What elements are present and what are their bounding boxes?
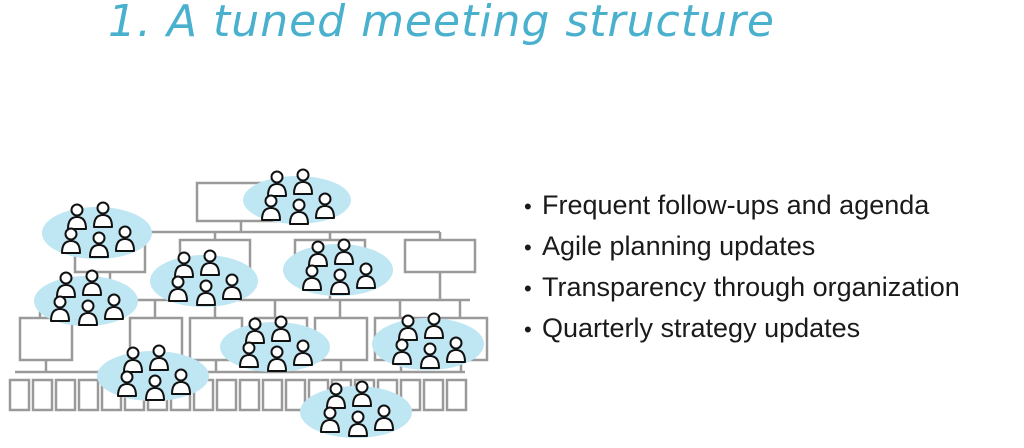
team-bubble [283, 238, 393, 296]
person-icon [398, 314, 418, 341]
org-box [403, 238, 477, 274]
bullet-item: •Agile planning updates [524, 231, 816, 261]
person-icon [420, 342, 440, 369]
person-icon [104, 293, 124, 320]
person-icon [302, 264, 322, 291]
org-box [238, 378, 261, 412]
bullet-text: Agile planning updates [542, 231, 816, 261]
bullet-text: Frequent follow-ups and agenda [542, 190, 930, 220]
person-icon [82, 269, 102, 296]
person-icon [56, 271, 76, 298]
person-icon [352, 380, 372, 407]
team-bubble [34, 269, 138, 326]
person-icon [245, 317, 265, 344]
bullet-item: •Frequent follow-ups and agenda [524, 190, 930, 220]
org-box [445, 378, 468, 412]
team-bubble [220, 315, 330, 372]
org-box [215, 378, 238, 412]
bullet-item: •Transparency through organization [524, 272, 960, 302]
bullet-list: •Frequent follow-ups and agenda •Agile p… [524, 190, 960, 354]
team-bubble [97, 344, 209, 401]
person-icon [261, 194, 281, 221]
person-icon [315, 192, 335, 219]
person-icon [330, 268, 350, 295]
person-icon [267, 170, 287, 197]
org-box [422, 378, 445, 412]
team-bubble [42, 201, 152, 259]
person-icon [171, 368, 191, 395]
person-icon [446, 336, 466, 363]
person-icon [334, 238, 354, 265]
team-bubble [243, 168, 351, 225]
team-bubble [372, 312, 484, 370]
person-icon [123, 346, 143, 373]
person-icon [320, 406, 340, 433]
person-icon [356, 262, 376, 289]
org-connector [108, 221, 442, 240]
person-icon [196, 279, 216, 306]
person-icon [374, 404, 394, 431]
person-icon [145, 374, 165, 401]
person-icon [89, 231, 109, 258]
person-icon [174, 251, 194, 278]
person-icon [93, 201, 113, 228]
person-icon [424, 312, 444, 339]
person-icon [67, 203, 87, 230]
person-icon [326, 382, 346, 409]
org-box [18, 316, 74, 362]
person-icon [115, 225, 135, 252]
org-chart-diagram [8, 168, 489, 438]
person-icon [78, 299, 98, 326]
person-icon [117, 370, 137, 397]
person-icon [168, 275, 188, 302]
person-icon [293, 339, 313, 366]
person-icon [293, 168, 313, 195]
person-icon [289, 198, 309, 225]
team-bubble [300, 380, 412, 438]
person-icon [271, 315, 291, 342]
bullet-item: •Quarterly strategy updates [524, 313, 861, 343]
org-box [8, 378, 31, 412]
person-icon [348, 410, 368, 437]
bullet-text: Quarterly strategy updates [542, 313, 861, 343]
person-icon [200, 249, 220, 276]
org-box [77, 378, 100, 412]
person-icon [239, 341, 259, 368]
person-icon [50, 295, 70, 322]
org-box [261, 378, 284, 412]
team-bubble [150, 249, 258, 307]
person-icon [149, 344, 169, 371]
person-icon [308, 240, 328, 267]
org-box [284, 378, 307, 412]
org-box [54, 378, 77, 412]
slide-title: 1. A tuned meeting structure [108, 0, 775, 47]
team-bubbles [34, 168, 484, 438]
person-icon [392, 338, 412, 365]
person-icon [267, 345, 287, 372]
person-icon [61, 227, 81, 254]
person-icon [222, 273, 242, 300]
bullet-text: Transparency through organization [542, 272, 960, 302]
org-box [31, 378, 54, 412]
